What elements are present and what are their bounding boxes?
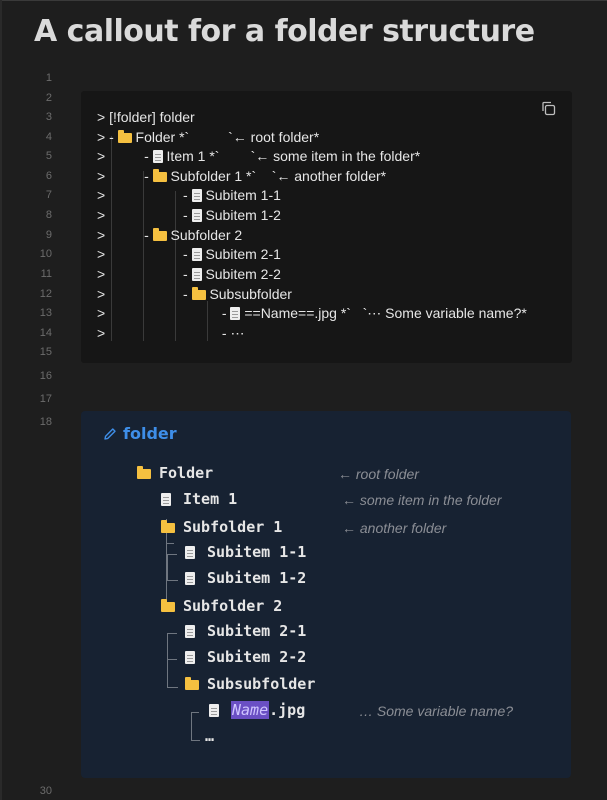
tree-item-item1[interactable]: Item 1 [161, 490, 237, 508]
tree-line [191, 712, 199, 713]
tree-line [167, 659, 177, 660]
line-number: 8 [45, 209, 52, 221]
line-number: 16 [39, 370, 52, 382]
tree-line [167, 554, 178, 581]
file-icon [191, 209, 202, 222]
line-number: 13 [39, 307, 52, 319]
file-icon [191, 268, 202, 281]
code-line: > - ==Name==.jpg *` `⋯ Some variable nam… [97, 305, 527, 321]
folder-icon [161, 520, 175, 533]
line-number: 4 [45, 131, 52, 143]
file-icon [185, 651, 195, 664]
line-number: 9 [45, 229, 52, 241]
indent-guide [143, 171, 144, 341]
line-number: 17 [39, 393, 52, 405]
comment-item: ← some item in the folder [342, 492, 502, 508]
tree-item-subsubfolder[interactable]: Subsubfolder [185, 675, 315, 693]
indent-guide [111, 136, 112, 341]
file-icon [152, 150, 163, 163]
tree-item-folder[interactable]: Folder [137, 464, 213, 482]
code-line: > - Item 1 *` `← some item in the folder… [97, 148, 421, 164]
file-icon [191, 248, 202, 261]
line-number: 15 [39, 346, 52, 358]
folder-callout[interactable]: folder Folder ← root folder Item 1 ← som… [81, 411, 571, 778]
tree-item-name-jpg[interactable]: Name.jpg [209, 701, 305, 719]
callout-title: folder [103, 424, 177, 443]
file-icon [209, 704, 219, 717]
tree-line [166, 543, 174, 544]
tree-item-subitem11[interactable]: Subitem 1-1 [185, 543, 306, 561]
code-line: > [!folder] folder [97, 109, 195, 125]
code-line: > - Folder *` `← root folder* [97, 129, 320, 145]
tree-item-subfolder2[interactable]: Subfolder 2 [161, 597, 282, 615]
tree-line [191, 712, 200, 741]
pencil-icon [103, 426, 117, 440]
tree-item-ellipsis: … [205, 727, 215, 745]
tree-line [167, 633, 178, 688]
folder-icon [185, 677, 199, 690]
line-number: 30 [39, 785, 52, 797]
tree-line [167, 554, 177, 555]
line-number: 10 [39, 248, 52, 260]
folder-icon [137, 466, 151, 479]
tree-line [167, 633, 177, 634]
tree-item-subfolder1[interactable]: Subfolder 1 [161, 518, 282, 536]
file-icon [230, 307, 241, 320]
line-number: 5 [45, 150, 52, 162]
line-number: 11 [40, 268, 52, 280]
line-number: 2 [45, 92, 52, 104]
copy-icon[interactable] [540, 100, 558, 118]
file-icon [185, 572, 195, 585]
code-line: > - Subitem 2-1 [97, 246, 281, 262]
editor-left-edge [0, 0, 2, 800]
folder-icon [191, 287, 206, 300]
tree-item-subitem12[interactable]: Subitem 1-2 [185, 569, 306, 587]
comment-variable-name: … Some variable name? [359, 703, 514, 719]
code-block[interactable]: > [!folder] folder > - Folder *` `← root… [81, 91, 572, 363]
line-number: 7 [45, 189, 52, 201]
line-number: 6 [45, 170, 52, 182]
window-top-border [0, 0, 607, 1]
file-icon [191, 189, 202, 202]
folder-icon [117, 130, 132, 143]
indent-guide [175, 191, 176, 341]
comment-another-folder: ← another folder [342, 520, 447, 536]
file-icon [185, 625, 195, 638]
highlighted-name: Name [231, 701, 270, 719]
tree-item-subitem21[interactable]: Subitem 2-1 [185, 622, 306, 640]
comment-root-folder: ← root folder [338, 466, 419, 482]
line-number-gutter: 1 2 3 4 5 6 7 8 9 10 11 12 13 14 15 16 1… [0, 0, 60, 800]
code-line: > - Subitem 1-1 [97, 187, 281, 203]
code-line: > - Subfolder 2 [97, 227, 243, 243]
indent-guide [207, 301, 208, 341]
line-number: 3 [45, 111, 52, 123]
code-line: > - ⋯ [97, 325, 245, 341]
code-line: > - Subsubfolder [97, 286, 292, 302]
code-line: > - Subitem 2-2 [97, 266, 281, 282]
tree-item-subitem22[interactable]: Subitem 2-2 [185, 648, 306, 666]
line-number: 14 [39, 327, 52, 339]
line-number: 1 [45, 72, 52, 84]
code-line: > - Subfolder 1 *` `← another folder* [97, 168, 387, 184]
line-number: 18 [39, 416, 52, 428]
file-icon [185, 546, 195, 559]
folder-icon [152, 169, 167, 182]
code-line: > - Subitem 1-2 [97, 207, 281, 223]
folder-icon [152, 228, 167, 241]
line-number: 12 [39, 288, 52, 300]
page-title: A callout for a folder structure [34, 14, 535, 49]
folder-icon [161, 599, 175, 612]
file-icon [161, 493, 171, 506]
